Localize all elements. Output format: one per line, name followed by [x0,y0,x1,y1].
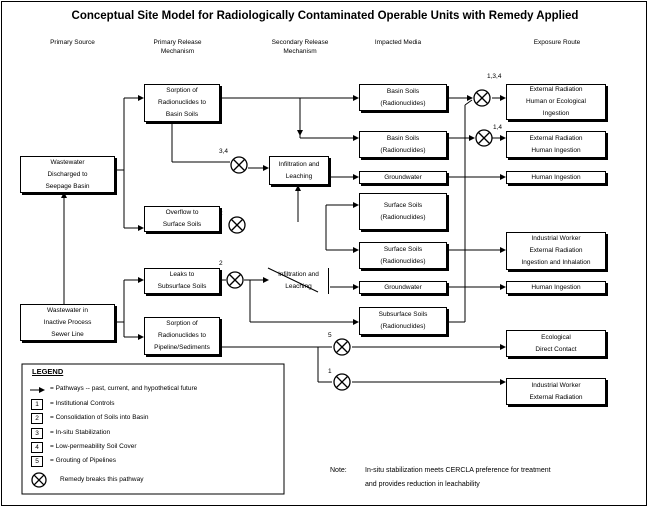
remedy-label: 1,4 [493,124,503,131]
remedy-label: 5 [328,332,332,339]
header-exposure-route: Exposure Route [533,39,581,46]
legend-pathway: = Pathways -- past, current, and hypothe… [50,385,198,392]
legend-key-2: 2 [31,413,43,424]
remedy-label: 1 [328,368,332,375]
note-label: Note: [330,467,347,474]
legend-key-3: 3 [31,428,43,439]
legend-remedy-icon [31,472,47,488]
remedy-break-icon [226,271,244,289]
remedy-label: 3,4 [219,148,229,155]
remedy-break-icon [333,373,351,391]
legend-remedy-text: Remedy breaks this pathway [60,476,144,483]
legend-text-1: = Institutional Controls [50,400,115,407]
media-surface-soils-1: Surface Soils(Radionuclides) [359,193,447,230]
exposure-human-ingestion-1: Human Ingestion [506,171,606,184]
legend-key-4: 4 [31,442,43,453]
legend-key-5: 5 [31,456,43,467]
remedy-label: 2 [219,260,223,267]
remedy-break-icon [333,338,351,356]
media-groundwater-2: Groundwater [359,281,447,294]
remedy-break-icon [230,156,248,174]
header-primary-source: Primary Source [50,39,95,46]
diagram-title: Conceptual Site Model for Radiologically… [71,10,579,22]
remedy-break-icon [473,89,491,107]
legend-text-2: = Consolidation of Soils into Basin [50,414,149,421]
legend-title: LEGEND [32,367,64,376]
media-surface-soils-2: Surface Soils(Radionuclides) [359,242,447,269]
media-groundwater-1: Groundwater [359,171,447,184]
exposure-human-ingestion-2: Human Ingestion [506,281,606,294]
note-line-1: In-situ stabilization meets CERCLA prefe… [365,467,551,474]
remedy-label: 2 [219,210,223,217]
note-line-2: and provides reduction in leachability [365,481,480,488]
media-subsurface-soils: Subsurface Soils(Radionuclides) [359,307,447,335]
media-basin-soils-1: Basin Soils(Radionuclides) [359,84,447,111]
legend-text-5: = Grouting of Pipelines [50,457,116,464]
legend-text-3: = In-situ Stabilization [50,429,111,436]
remedy-break-icon [228,216,246,234]
legend-key-1: 1 [31,399,43,410]
remedy-label: 1,3,4 [487,73,502,80]
remedy-break-icon [475,129,493,147]
header-impacted-media: Impacted Media [374,39,422,46]
legend-text-4: = Low-permeability Soil Cover [50,443,137,450]
media-basin-soils-2: Basin Soils(Radionuclides) [359,131,447,158]
